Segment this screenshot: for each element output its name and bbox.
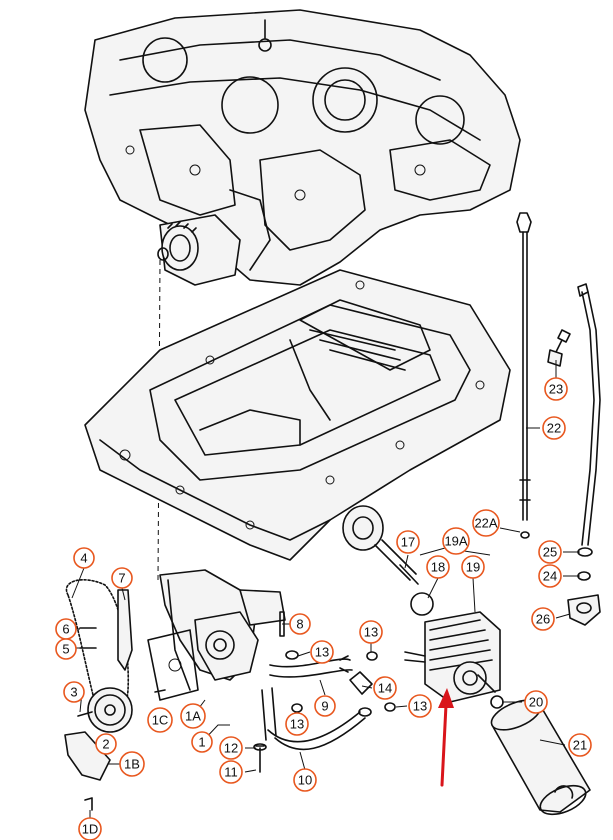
callout-label: 4 xyxy=(80,551,87,566)
callout-19a: 19A xyxy=(442,527,470,555)
callout-label: 13 xyxy=(413,699,427,714)
callout-label: 11 xyxy=(224,765,238,780)
callout-22a: 22A xyxy=(472,509,500,537)
callout-label: 1D xyxy=(82,822,99,837)
callout-label: 14 xyxy=(378,681,392,696)
callout-label: 24 xyxy=(543,569,557,584)
drive-chain xyxy=(65,579,130,727)
callout-label: 19 xyxy=(466,560,480,575)
callout-13-d: 13 xyxy=(408,694,432,718)
crankshaft xyxy=(157,214,241,286)
callout-label: 9 xyxy=(321,699,328,714)
dipstick xyxy=(516,212,532,539)
callout-label: 2 xyxy=(102,737,109,752)
callout-label: 8 xyxy=(296,617,303,632)
callout-2: 2 xyxy=(95,733,117,755)
engine-block xyxy=(84,9,521,286)
callout-7: 7 xyxy=(111,567,133,589)
callout-label: 3 xyxy=(70,685,77,700)
callout-9: 9 xyxy=(314,695,336,717)
callout-label: 13 xyxy=(315,645,329,660)
callout-label: 1 xyxy=(198,735,205,750)
callout-label: 22A xyxy=(474,516,497,531)
callout-label: 21 xyxy=(573,738,587,753)
callout-label: 1B xyxy=(124,757,140,772)
callout-label: 13 xyxy=(290,717,304,732)
clamp xyxy=(349,671,373,695)
callout-13-c: 13 xyxy=(359,620,383,644)
chain-guard xyxy=(64,731,111,781)
chain-tensioner xyxy=(117,589,133,671)
callout-17: 17 xyxy=(396,530,420,554)
callout-label: 10 xyxy=(298,773,312,788)
callout-1b: 1B xyxy=(119,751,145,777)
callout-19: 19 xyxy=(461,555,485,579)
callout-22: 22 xyxy=(542,416,566,440)
oil-pan xyxy=(84,269,511,561)
callout-3: 3 xyxy=(63,681,85,703)
callout-24: 24 xyxy=(538,564,562,588)
red-pointer-arrow xyxy=(438,688,454,787)
callout-20: 20 xyxy=(524,690,548,714)
callout-label: 1C xyxy=(152,713,169,728)
callout-12: 12 xyxy=(219,736,243,760)
callout-8: 8 xyxy=(289,613,311,635)
callout-label: 23 xyxy=(549,382,563,397)
callout-label: 7 xyxy=(118,571,125,586)
sprocket xyxy=(87,687,133,733)
callout-label: 19A xyxy=(444,534,467,549)
callout-14: 14 xyxy=(373,676,397,700)
callout-label: 13 xyxy=(364,625,378,640)
callout-4: 4 xyxy=(73,547,95,569)
oil-return-pipe-lower xyxy=(261,687,372,751)
callout-label: 18 xyxy=(431,560,445,575)
callout-1: 1 xyxy=(191,731,213,753)
callout-13-b: 13 xyxy=(285,712,309,736)
callout-5: 5 xyxy=(55,638,77,660)
oil-return-pipe-upper xyxy=(269,650,353,678)
callout-label: 5 xyxy=(62,642,69,657)
callout-label: 12 xyxy=(224,741,238,756)
callout-11: 11 xyxy=(219,760,243,784)
callout-1d: 1D xyxy=(78,817,102,840)
callout-6: 6 xyxy=(55,618,77,640)
oil-pipe-adapter xyxy=(342,505,434,616)
callout-label: 6 xyxy=(62,622,69,637)
callout-1a: 1A xyxy=(180,703,206,729)
callout-label: 25 xyxy=(543,545,557,560)
callout-21: 21 xyxy=(568,733,592,757)
callout-1c: 1C xyxy=(147,707,173,733)
callout-label: 22 xyxy=(547,421,561,436)
dipstick-guide-tube xyxy=(567,283,601,626)
callout-label: 20 xyxy=(529,695,543,710)
callout-13-a: 13 xyxy=(310,640,334,664)
callout-10: 10 xyxy=(293,768,317,792)
callout-23: 23 xyxy=(544,377,568,401)
callout-label: 1A xyxy=(185,709,201,724)
callout-18: 18 xyxy=(426,555,450,579)
bolt xyxy=(547,329,571,367)
callout-label: 26 xyxy=(536,612,550,627)
oil-pump xyxy=(147,569,286,701)
callout-label: 17 xyxy=(401,535,415,550)
small-bolts xyxy=(77,611,285,811)
oil-filter-housing xyxy=(404,611,504,709)
callout-25: 25 xyxy=(538,540,562,564)
callout-26: 26 xyxy=(531,607,555,631)
